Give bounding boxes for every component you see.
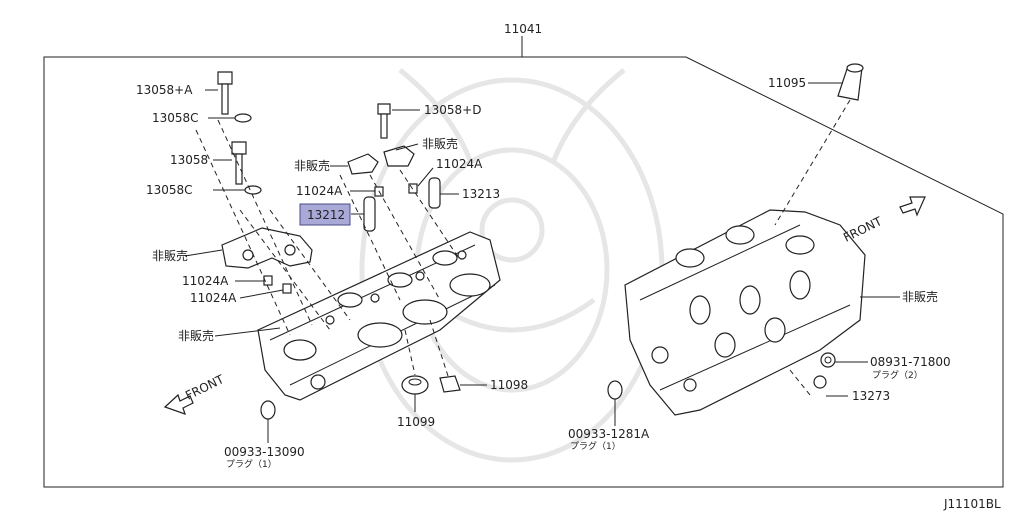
callout-13058[interactable]: 13058: [170, 153, 208, 167]
callout-not-for-sale-bracket: 非販売: [152, 248, 188, 263]
dowel-11024a-2: [282, 283, 292, 294]
washer-13058c-mid: [244, 185, 262, 195]
bolt-13058: [231, 141, 247, 185]
callout-00933-13090[interactable]: 00933-13090: [224, 445, 305, 459]
callout-not-for-sale-right-head: 非販売: [902, 289, 938, 304]
bolt-13058d: [377, 103, 391, 139]
callout-13058c-mid[interactable]: 13058C: [146, 183, 193, 197]
seal-11099: [401, 375, 429, 395]
callout-08931-sub: プラグ（2）: [872, 369, 923, 381]
tube-13212: [363, 196, 376, 232]
assembly-frame: [43, 56, 1004, 488]
plug-08931-71800: [820, 352, 836, 368]
tube-13213: [428, 177, 441, 209]
callout-13058-d[interactable]: 13058+D: [424, 103, 481, 117]
callout-13212[interactable]: 13212: [307, 208, 345, 222]
callout-not-for-sale-head: 非販売: [178, 328, 214, 343]
left-camshaft-bracket: [221, 227, 313, 269]
callout-00933-1281a-sub: プラグ（1）: [570, 440, 621, 452]
bolt-13058a: [217, 71, 233, 115]
front-arrow-left-icon: [163, 393, 194, 415]
front-label-right: FRONT: [841, 214, 885, 245]
front-label-left: FRONT: [183, 372, 227, 403]
front-arrow-right-icon: [899, 196, 926, 217]
callout-not-for-sale-mid-left: 非販売: [294, 158, 330, 173]
callout-11024a-1[interactable]: 11024A: [182, 274, 229, 288]
washer-13058c-top: [234, 113, 252, 123]
callout-11024a-2[interactable]: 11024A: [190, 291, 237, 305]
callout-11024a-mid-right[interactable]: 11024A: [436, 157, 483, 171]
callout-11099[interactable]: 11099: [397, 415, 435, 429]
left-cylinder-head: [257, 231, 501, 401]
cap-11095: [837, 63, 864, 101]
callout-11024a-mid-left[interactable]: 11024A: [296, 184, 343, 198]
callout-11098[interactable]: 11098: [490, 378, 528, 392]
callout-11041[interactable]: 11041: [504, 22, 542, 36]
highlight-box-13212: [299, 203, 351, 226]
callout-13273[interactable]: 13273: [852, 389, 890, 403]
seal-13273: [813, 375, 827, 389]
callout-13213[interactable]: 13213: [462, 187, 500, 201]
middle-bracket-right: [383, 145, 415, 167]
callout-11095[interactable]: 11095: [768, 76, 806, 90]
callout-13058c-top[interactable]: 13058C: [152, 111, 199, 125]
callout-13058-a[interactable]: 13058+A: [136, 83, 193, 97]
callout-08931-71800[interactable]: 08931-71800: [870, 355, 951, 369]
seal-11098: [439, 375, 461, 393]
middle-bracket-left: [347, 153, 379, 175]
right-cylinder-head: [624, 209, 866, 416]
callout-00933-1281a[interactable]: 00933-1281A: [568, 427, 650, 441]
callout-00933-13090-sub: プラグ（1）: [226, 458, 277, 470]
plug-00933-1281a: [607, 380, 623, 400]
leader-lines: [184, 82, 900, 443]
plug-00933-13090: [260, 400, 276, 420]
diagram-id: J11101BL: [943, 497, 1001, 511]
dowel-11024a-mr: [408, 183, 418, 194]
callout-not-for-sale-mid-right: 非販売: [422, 136, 458, 151]
